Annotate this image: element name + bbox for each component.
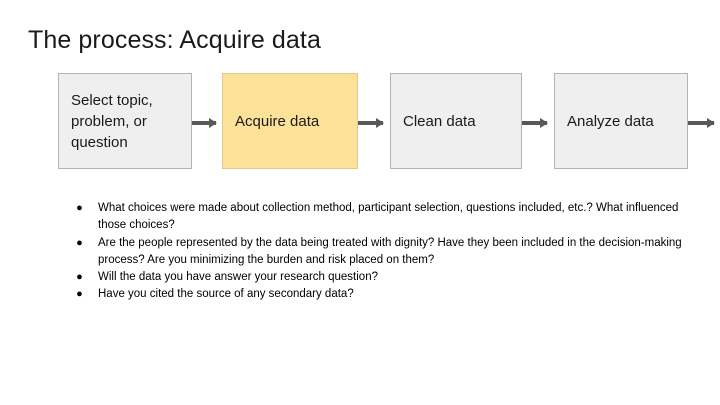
flow-step-acquire-data[interactable]: Acquire data [222,73,358,169]
page-title: The process: Acquire data [28,26,321,54]
flow-arrow-1-icon [192,118,217,128]
flow-step-clean-data[interactable]: Clean data [390,73,522,169]
bullet-list: ● What choices were made about collectio… [70,200,700,304]
flow-step-label: Clean data [403,112,476,130]
bullet-point-icon: ● [76,288,83,301]
flow-step-label: Acquire data [235,112,320,130]
list-item: ● Are the people represented by the data… [70,235,700,270]
list-item: ● What choices were made about collectio… [70,200,700,235]
flow-arrow-2-icon [358,118,384,128]
list-item-text: Are the people represented by the data b… [98,236,682,266]
process-flow-diagram: Select topic, problem, or question Acqui… [0,73,720,171]
list-item: ● Have you cited the source of any secon… [70,286,700,303]
bullet-point-icon: ● [76,202,83,214]
list-item: ● Will the data you have answer your res… [70,269,700,286]
flow-step-label: Select topic, problem, or question [71,91,153,151]
flow-step-analyze-data[interactable]: Analyze data [554,73,688,169]
flow-arrow-4-icon [688,118,715,128]
list-item-text: What choices were made about collection … [98,202,679,232]
flow-step-label: Analyze data [567,112,654,130]
list-item-text: Have you cited the source of any seconda… [98,288,354,301]
flow-arrow-3-icon [522,118,548,128]
flow-step-select-topic[interactable]: Select topic, problem, or question [58,73,192,169]
bullet-point-icon: ● [76,271,83,284]
list-item-text: Will the data you have answer your resea… [98,271,378,284]
bullet-point-icon: ● [76,236,83,249]
